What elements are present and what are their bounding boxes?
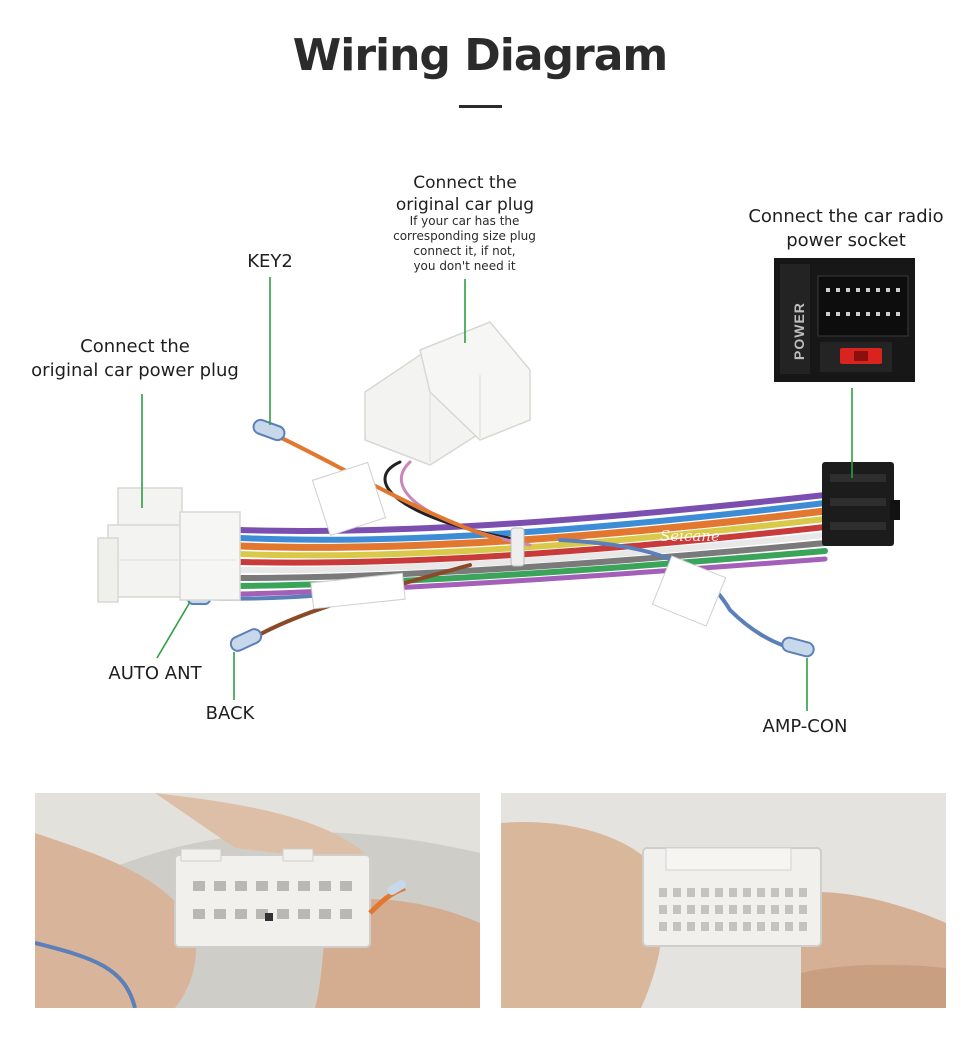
socket-print-text: POWER [791,302,807,360]
back-label: BACK [205,703,255,724]
pin [866,312,870,316]
pin [193,909,205,919]
pin [896,312,900,316]
pin [214,909,226,919]
pin [277,881,289,891]
pin [757,922,765,931]
wire-bundle [187,418,829,658]
connector-photo-right [501,793,946,1008]
socket-pin-grid [826,288,900,316]
auto-ant-wire-tag [310,572,406,610]
pin [799,922,807,931]
pin [701,922,709,931]
top-plug-note: If your car has the corresponding size p… [393,214,536,273]
title-underline [459,105,502,108]
pin [757,905,765,914]
pin [729,922,737,931]
pin [715,888,723,897]
pin [826,312,830,316]
pin [193,881,205,891]
radio-plug-connector [822,462,900,546]
watermark: Seicane [660,527,720,545]
pin [743,905,751,914]
pin [659,922,667,931]
pin [673,888,681,897]
pin [256,881,268,891]
pin [743,888,751,897]
pin [319,881,331,891]
cable-tie [510,527,525,567]
pin [277,909,289,919]
pin [896,288,900,292]
pin [340,881,352,891]
pin [785,905,793,914]
right-connector-pins [659,888,807,931]
pin [757,888,765,897]
power-plug-label: Connect the original car power plug [31,336,239,381]
pin [771,922,779,931]
wiring-diagram: Seicane POWER [97,258,915,711]
pin [799,905,807,914]
pin [235,881,247,891]
page-title: Wiring Diagram [292,30,669,81]
pin [785,922,793,931]
left-connector-pins [193,881,352,919]
pin [876,312,880,316]
connector-photo-left [35,793,480,1008]
pin [876,288,880,292]
pin [785,888,793,897]
pin [729,888,737,897]
pin [659,888,667,897]
pin [846,312,850,316]
key2-wire-tag [311,461,387,537]
top-plug-connector [364,321,531,466]
amp-con-label: AMP-CON [762,716,848,737]
pin [836,288,840,292]
pin [701,905,709,914]
pin [701,888,709,897]
radio-socket-label: Connect the car radio power socket [748,206,944,251]
auto-ant-label: AUTO ANT [108,663,202,684]
leader-lines [141,277,853,711]
pin [235,909,247,919]
pin [856,312,860,316]
power-plug-connector [97,487,241,603]
pin [214,881,226,891]
pin [729,905,737,914]
pin [856,288,860,292]
key2-label: KEY2 [247,251,293,272]
pin [771,905,779,914]
pin [319,909,331,919]
pin [659,905,667,914]
pin [687,888,695,897]
pin [687,922,695,931]
pin [673,905,681,914]
pin [836,312,840,316]
pin [673,922,681,931]
pin [886,288,890,292]
pin [256,909,268,919]
pin [743,922,751,931]
leader-auto-ant [156,601,191,659]
pin [340,909,352,919]
pin [715,905,723,914]
radio-socket-inset: POWER [774,258,915,382]
pin [866,288,870,292]
pin [886,312,890,316]
pin [771,888,779,897]
pin [298,881,310,891]
amp-con-wire-tag [651,555,727,627]
top-plug-label: Connect the original car plug [395,173,535,215]
pin [799,888,807,897]
pin [715,922,723,931]
pin [687,905,695,914]
pin [826,288,830,292]
pin [298,909,310,919]
pin [846,288,850,292]
